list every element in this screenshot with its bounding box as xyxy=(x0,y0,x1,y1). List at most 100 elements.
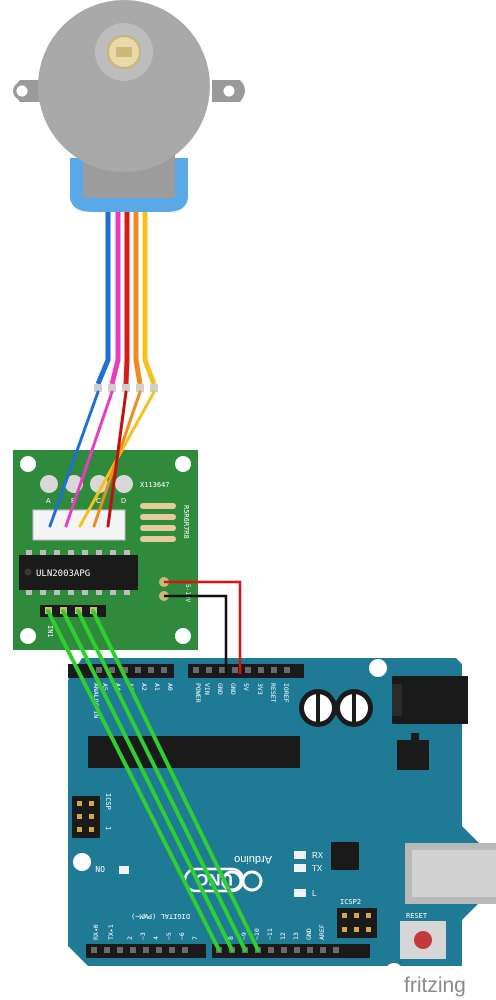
ribbon-wire-orange xyxy=(133,212,143,385)
pcb-mount-hole xyxy=(175,456,191,472)
header-pin xyxy=(96,667,102,673)
ribbon-fan-wires xyxy=(48,390,156,528)
pin-label: ~10 xyxy=(253,928,261,940)
ribbon-pin-5 xyxy=(150,384,158,392)
icsp-pin xyxy=(77,827,82,832)
header-pin xyxy=(333,947,339,953)
chip-leg xyxy=(40,590,46,595)
pcb-mount-hole xyxy=(20,456,36,472)
dc-jack-front xyxy=(392,684,402,716)
pin-label: 8 xyxy=(227,936,235,940)
voltage-regulator xyxy=(397,740,429,770)
power-wires xyxy=(164,580,242,674)
pin-label: ~11 xyxy=(266,928,274,940)
header-pin xyxy=(268,947,274,953)
ribbon-pin-1 xyxy=(94,384,102,392)
chip-leg xyxy=(26,590,32,595)
header-pin xyxy=(109,667,115,673)
ribbon-wire-pink xyxy=(109,212,121,385)
wire-in1 xyxy=(46,609,221,952)
pin-label: GND xyxy=(216,683,224,695)
pcb-mount-hole xyxy=(20,628,36,644)
header-pin xyxy=(130,947,136,953)
icsp2-pin xyxy=(342,913,347,918)
icsp-pin xyxy=(89,827,94,832)
header-pin xyxy=(219,667,225,673)
capacitor-mark xyxy=(316,692,320,724)
header-pin xyxy=(117,947,123,953)
power-pin-labels: IOREF RESET 3V3 5V GND GND VIN POWER xyxy=(194,683,290,703)
arduino-mount-hole xyxy=(73,853,91,871)
chip-leg xyxy=(54,550,60,555)
chip-leg xyxy=(82,550,88,555)
header-pin xyxy=(91,947,97,953)
header-pin xyxy=(307,947,313,953)
motor-left-mount-hole xyxy=(16,85,28,97)
icsp2-pins xyxy=(342,913,371,932)
ribbon-pin-3 xyxy=(122,384,130,392)
analog-header-pins xyxy=(96,667,167,673)
pin-label: 4 xyxy=(152,936,160,940)
digital-pin-labels: AREF GND 13 12 ~11 ~10 ~9 8 7 ~6 ~5 4 ~3… xyxy=(92,924,326,940)
resistor xyxy=(140,503,176,509)
header-pin xyxy=(281,947,287,953)
pin-label: 13 xyxy=(292,932,300,940)
header-pin xyxy=(294,947,300,953)
rx-led xyxy=(294,851,306,859)
icsp2-pin xyxy=(366,913,371,918)
chip-leg xyxy=(110,590,116,595)
wire-in3 xyxy=(76,609,247,952)
input-header xyxy=(40,605,106,617)
on-led xyxy=(119,866,129,874)
ribbon-pin-4 xyxy=(136,384,144,392)
pin-label: A5 xyxy=(101,683,109,691)
power-header-pins xyxy=(193,667,290,673)
ribbon-cable xyxy=(95,212,157,385)
digital-header-low-pins xyxy=(91,947,188,953)
icsp2-header xyxy=(337,908,377,938)
pin-label: AREF xyxy=(318,924,326,940)
header-pin xyxy=(284,667,290,673)
chip-leg xyxy=(54,590,60,595)
wire-gnd xyxy=(164,594,228,674)
pin-label: 12 xyxy=(279,932,287,940)
reset-button-cap[interactable] xyxy=(414,931,432,949)
header-pin xyxy=(143,947,149,953)
ribbon-wire-yellow xyxy=(142,212,157,385)
pin-label: 2 xyxy=(126,936,134,940)
resistor xyxy=(140,525,176,531)
header-pin xyxy=(206,667,212,673)
usb-connector-face xyxy=(412,850,496,897)
capacitor-mark xyxy=(352,692,356,724)
wire-in2 xyxy=(61,609,234,952)
header-pin xyxy=(135,667,141,673)
icsp-pin-marker: 1 xyxy=(104,826,112,830)
pin-label: RX◂0 xyxy=(92,924,100,940)
icsp2-pin xyxy=(354,913,359,918)
part-code: X113647 xyxy=(140,481,170,489)
arduino-mount-hole xyxy=(385,963,403,981)
header-pin xyxy=(245,667,251,673)
header-pin xyxy=(258,667,264,673)
arduino-uno: IOREF RESET 3V3 5V GND GND VIN POWER A0 … xyxy=(68,658,496,981)
pin-label: A2 xyxy=(140,683,148,691)
pin-label: 7 xyxy=(191,936,199,940)
resistor xyxy=(140,536,176,542)
icsp-pins xyxy=(77,801,94,832)
input-label: IN1 xyxy=(46,625,54,638)
pin-label: TX▸1 xyxy=(107,924,115,940)
chip-notch xyxy=(24,568,32,576)
tx-label: TX xyxy=(312,864,323,873)
chip-leg xyxy=(96,550,102,555)
pin-label: A0 xyxy=(166,683,174,691)
regulator-tab xyxy=(411,733,419,741)
pin-label: GND xyxy=(229,683,237,695)
fritzing-watermark: fritzing xyxy=(404,974,466,997)
led-c xyxy=(90,475,108,493)
tx-led xyxy=(294,864,306,872)
header-pin xyxy=(320,947,326,953)
chip-label: ULN2003APG xyxy=(36,569,90,579)
header-pin xyxy=(161,667,167,673)
header-pin xyxy=(271,667,277,673)
pin-label: 5V xyxy=(242,683,250,691)
